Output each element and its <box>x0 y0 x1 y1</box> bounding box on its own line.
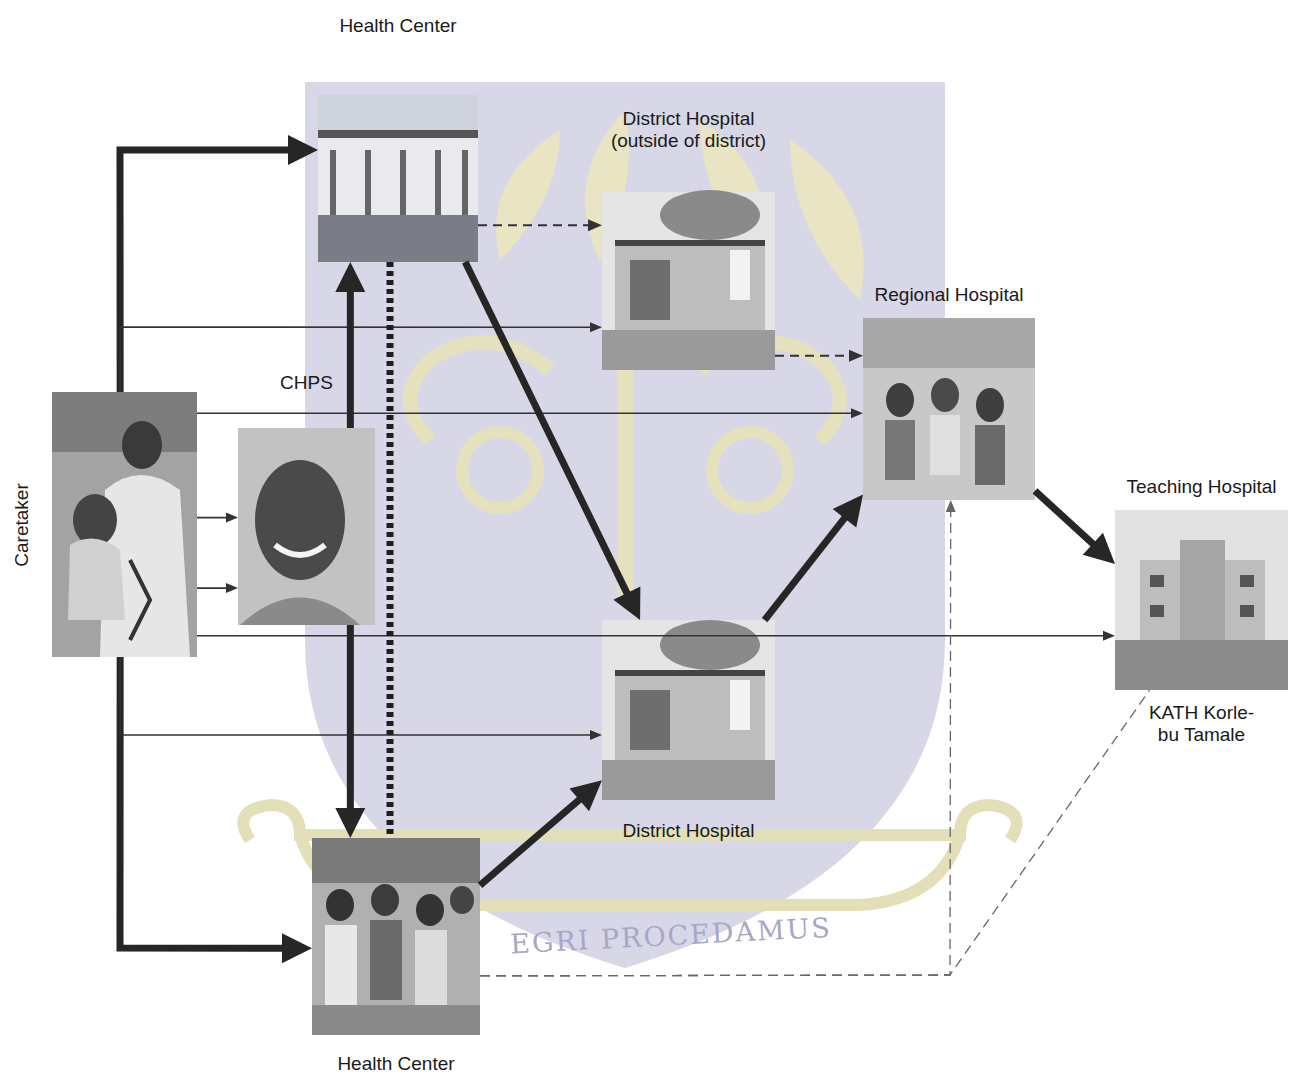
node-label: KATH Korle-bu Tamale <box>1147 702 1257 746</box>
connector <box>480 690 1150 976</box>
connector-line <box>387 262 394 838</box>
caretaker-box: Caretaker <box>52 392 197 657</box>
connector-line <box>197 412 855 414</box>
connector-line <box>347 283 354 428</box>
arrowhead <box>613 586 640 620</box>
connector <box>1035 491 1115 564</box>
node-label: CHPS <box>280 372 333 394</box>
node-label: Teaching Hospital <box>1127 476 1277 498</box>
arrowhead <box>288 135 318 165</box>
regional-hospital-box: Regional Hospital <box>863 318 1035 500</box>
arrowhead <box>946 500 956 512</box>
connector-line <box>465 262 631 601</box>
arrowhead <box>1103 631 1115 641</box>
connector-line <box>347 625 354 817</box>
arrowhead <box>1083 533 1115 564</box>
arrowhead <box>226 513 238 523</box>
connector <box>120 322 602 392</box>
connector <box>775 350 863 362</box>
connector-line <box>120 657 594 735</box>
arrowhead <box>569 780 602 811</box>
chps-photo <box>238 428 375 625</box>
watermark-text: EGRI PROCEDAMUS <box>509 912 832 960</box>
arrowhead <box>226 583 238 593</box>
connector <box>197 408 863 418</box>
connector <box>480 780 602 885</box>
arrowhead <box>282 933 312 963</box>
connector <box>120 657 602 740</box>
node-label: Health Center <box>337 1053 454 1075</box>
health-center-box: Health Center <box>318 95 478 262</box>
connector <box>335 262 365 428</box>
health-center-photo <box>318 95 478 262</box>
health-center-box: Health Center <box>312 838 480 1035</box>
arrowhead <box>849 350 863 362</box>
arrowhead <box>335 808 365 838</box>
health-center-crowd-photo <box>312 838 480 1035</box>
connector <box>197 583 238 593</box>
connector-line <box>480 794 586 885</box>
connector-line <box>197 587 230 589</box>
connector-line <box>197 517 230 519</box>
node-label: Health Center <box>339 15 456 37</box>
connector-line <box>775 355 853 357</box>
district-hospital-box: District Hospital (outside of district) <box>602 192 775 370</box>
node-label: District Hospital (outside of district) <box>594 108 784 152</box>
connector <box>478 219 602 231</box>
connector-line <box>480 508 951 976</box>
connector <box>480 500 956 976</box>
node-label: Regional Hospital <box>875 284 1024 306</box>
arrowhead <box>588 219 602 231</box>
connector-line <box>120 657 291 948</box>
connector-line <box>478 224 592 226</box>
node-label: District Hospital <box>623 820 755 842</box>
district-hospital-outside-photo <box>602 190 775 370</box>
connector-line <box>120 150 297 392</box>
chps-box: CHPS <box>238 428 375 625</box>
regional-hospital-photo <box>863 318 1035 500</box>
connector-line <box>197 635 1107 637</box>
arrowhead <box>590 322 602 332</box>
connector <box>335 625 365 838</box>
district-hospital-photo <box>602 620 775 800</box>
connector-line <box>765 511 850 620</box>
arrowhead <box>851 408 863 418</box>
connector <box>197 631 1115 641</box>
teaching-hospital-photo <box>1115 510 1288 690</box>
connector-line <box>480 690 1150 976</box>
node-label: Caretaker <box>11 483 33 566</box>
connector <box>390 262 391 838</box>
caretaker-photo <box>52 392 197 657</box>
arrowhead <box>335 262 365 292</box>
connector <box>197 513 238 523</box>
arrowhead <box>833 495 863 528</box>
teaching-hospital-box: Teaching HospitalKATH Korle-bu Tamale <box>1115 510 1288 690</box>
arrowhead <box>590 730 602 740</box>
connector <box>465 262 640 620</box>
connector <box>765 495 863 620</box>
connector-line <box>1035 491 1099 550</box>
connector <box>120 657 312 963</box>
district-hospital-box: District Hospital <box>602 620 775 800</box>
connector <box>120 135 318 392</box>
